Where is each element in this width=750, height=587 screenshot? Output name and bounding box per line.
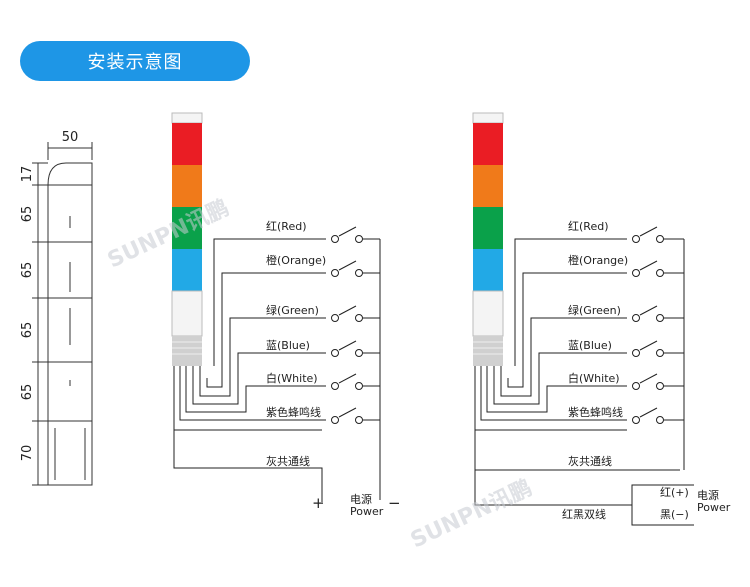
right-power-en: Power	[697, 501, 731, 514]
left-signal-tower	[171, 112, 203, 366]
left-plus-sign: +	[312, 494, 325, 512]
left-power-cn: 电源	[350, 492, 372, 506]
left-power-en: Power	[350, 505, 384, 518]
right-power-cn: 电源	[697, 488, 719, 502]
height-dim-3: 65	[20, 262, 35, 279]
right-label-orange: 橙(Orange)	[568, 253, 628, 267]
height-dim-6: 70	[20, 445, 35, 462]
height-dim-1: 17	[20, 166, 35, 183]
right-label-white: 白(White)	[568, 371, 620, 385]
right-signal-tower	[472, 112, 504, 366]
left-label-green: 绿(Green)	[266, 303, 319, 317]
height-dim-5: 65	[20, 384, 35, 401]
left-label-blue: 蓝(Blue)	[266, 339, 310, 352]
right-label-green: 绿(Green)	[568, 303, 621, 317]
dimension-drawing	[32, 142, 93, 486]
left-label-common: 灰共通线	[266, 454, 310, 468]
watermark-right: SUNPN讯鹏	[407, 475, 536, 554]
left-minus-sign: −	[388, 494, 401, 512]
right-label-common: 灰共通线	[568, 454, 612, 468]
right-wiring	[474, 226, 694, 526]
height-dim-2: 65	[20, 206, 35, 223]
left-label-white: 白(White)	[266, 371, 318, 385]
right-label-red: 红(Red)	[568, 220, 608, 233]
right-label-dual-wire: 红黑双线	[562, 507, 606, 521]
left-label-orange: 橙(Orange)	[266, 253, 326, 267]
left-switch-contacts	[331, 235, 363, 424]
right-switch-contacts	[632, 235, 664, 424]
left-label-buzzer: 紫色蜂鸣线	[266, 405, 321, 419]
right-label-positive: 红(+)	[660, 486, 689, 499]
left-wiring	[173, 226, 381, 502]
right-label-blue: 蓝(Blue)	[568, 339, 612, 352]
width-dimension: 50	[62, 130, 79, 145]
section-title: 安装示意图	[20, 41, 250, 81]
right-label-buzzer: 紫色蜂鸣线	[568, 405, 623, 419]
right-label-negative: 黑(−)	[660, 508, 689, 521]
height-dim-4: 65	[20, 322, 35, 339]
left-label-red: 红(Red)	[266, 220, 306, 233]
